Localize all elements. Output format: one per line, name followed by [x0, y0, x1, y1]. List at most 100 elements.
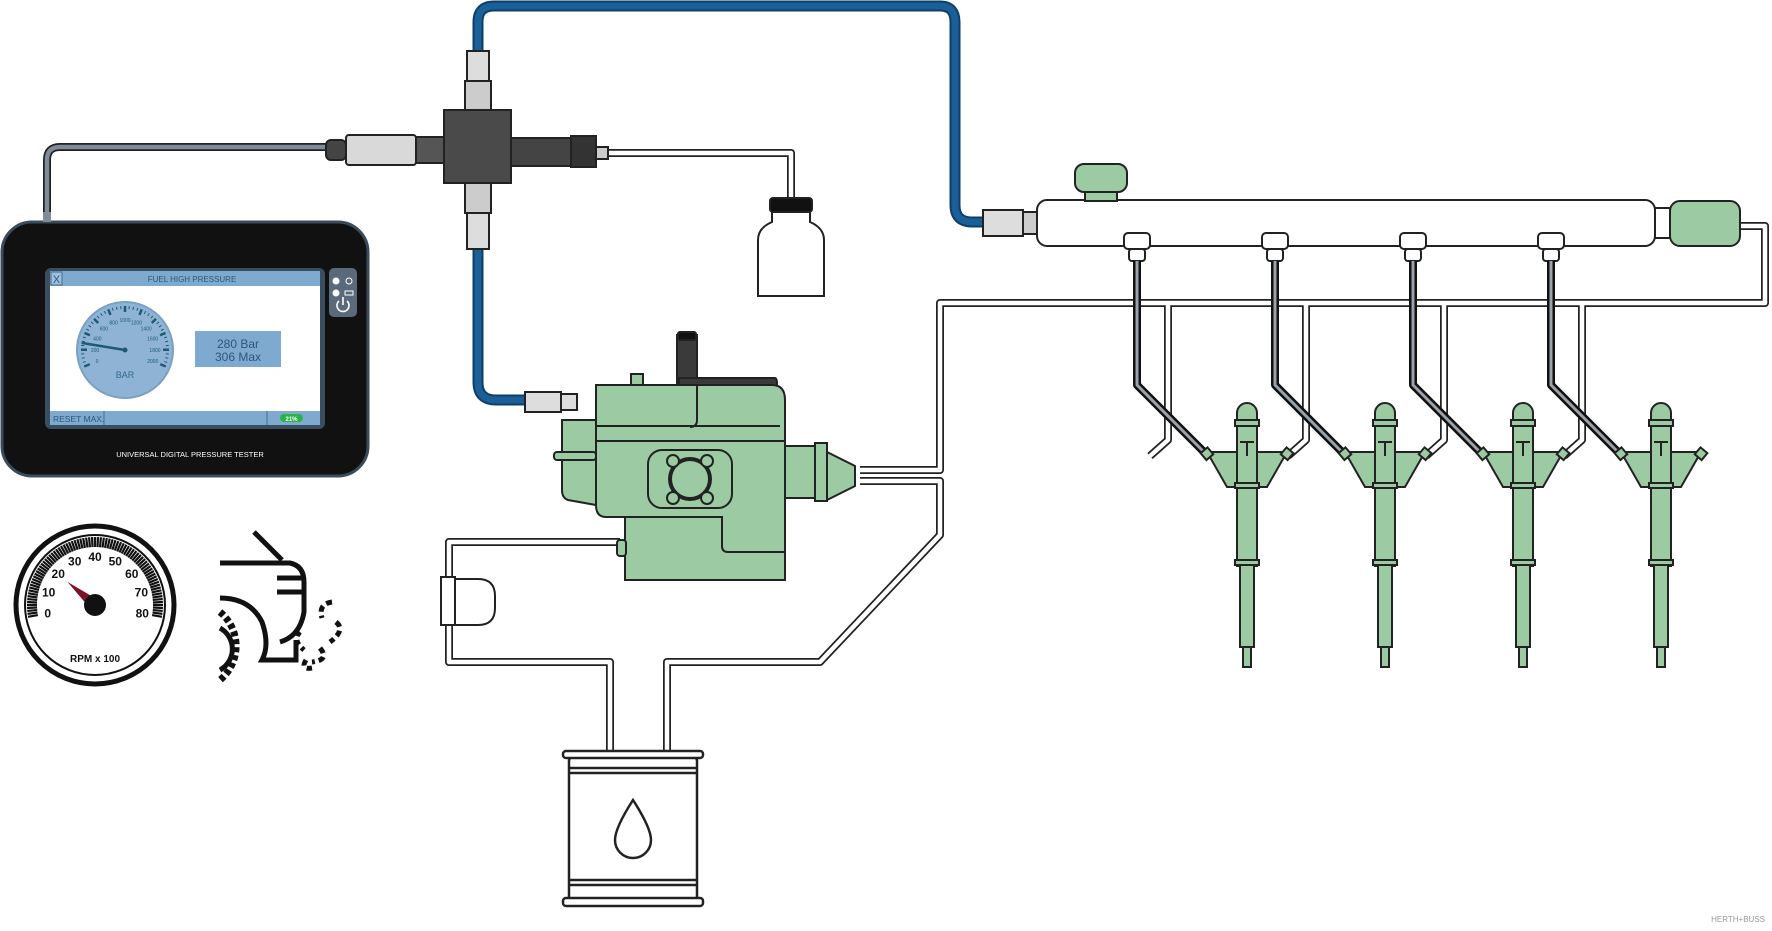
tacho-tick-mark — [150, 586, 161, 592]
fuel-drop-icon — [613, 797, 653, 860]
gauge-tick-label: 2000 — [147, 359, 158, 365]
pressure-regulator — [1669, 200, 1741, 247]
gauge-minor-tick — [150, 315, 154, 319]
pressure-sensor — [325, 134, 445, 166]
tacho-tick-mark — [152, 595, 163, 599]
tacho-tick-mark — [140, 562, 150, 571]
tacho-tick-label: 50 — [109, 554, 123, 568]
gauge-minor-tick — [100, 313, 103, 317]
tacho-tick-mark — [101, 537, 105, 548]
power-small-icon — [345, 277, 353, 285]
tacho-tick-mark — [34, 572, 45, 580]
max-reading: 306 Max — [215, 350, 261, 364]
device-label: UNIVERSAL DIGITAL PRESSURE TESTER — [116, 450, 264, 459]
tacho-tick-mark — [147, 575, 158, 582]
tacho-tick-mark — [111, 539, 117, 551]
tachometer-unit: RPM x 100 — [70, 654, 120, 665]
tacho-tick-mark — [145, 572, 156, 580]
tacho-tick-mark — [118, 542, 125, 553]
tacho-tick-mark — [152, 597, 163, 602]
common-rail — [982, 163, 1741, 247]
tacho-tick-mark — [76, 539, 82, 550]
tacho-tick-mark — [82, 537, 87, 549]
pressure-gauge-needle — [81, 341, 126, 352]
gauge-unit: BAR — [116, 370, 135, 380]
tacho-tick-label: 60 — [125, 567, 139, 581]
gauge-minor-tick — [90, 321, 94, 325]
gauge-minor-tick — [160, 328, 164, 331]
reset-max-button: RESET MAX. — [53, 414, 104, 424]
gauge-tick-label: 1000 — [119, 318, 130, 324]
pressure-sensor-cap — [1074, 163, 1128, 193]
pressure-reading: 280 Bar — [217, 337, 259, 351]
rail-fitting — [1399, 232, 1427, 250]
t-adapter-block — [443, 50, 512, 250]
high-pressure-lines — [472, 0, 985, 406]
tacho-tick-mark — [113, 540, 120, 551]
tacho-tick-mark — [35, 570, 46, 577]
injector — [1123, 232, 1295, 668]
tacho-tick-mark — [106, 538, 111, 549]
tacho-tick-mark — [30, 580, 41, 587]
gauge-minor-tick — [103, 310, 107, 315]
tacho-tick-mark — [29, 583, 41, 589]
gauge-tick-label: 1600 — [147, 336, 158, 342]
tacho-tick-mark — [67, 541, 74, 552]
tacho-tick-mark — [144, 570, 155, 577]
gauge-minor-tick — [147, 313, 150, 317]
tacho-tick-mark — [151, 592, 163, 597]
tachometer-ticks — [27, 537, 163, 618]
tacho-tick-mark — [70, 540, 77, 551]
gauge-minor-tick — [136, 307, 139, 311]
tacho-tick-mark — [27, 592, 39, 597]
gauge-minor-tick — [143, 310, 147, 315]
tacho-tick-mark — [143, 567, 153, 575]
gauge-tick-label: 0 — [96, 359, 99, 365]
tacho-tick-mark — [27, 595, 38, 599]
fuel-tank — [561, 749, 705, 908]
collection-bottle — [757, 197, 825, 297]
tacho-tick-mark — [149, 583, 161, 589]
contrast-icon — [332, 289, 340, 297]
gauge-minor-tick — [111, 307, 114, 311]
screen-title: FUEL HIGH PRESSURE — [148, 275, 237, 284]
gauge-minor-tick — [164, 336, 168, 339]
tacho-tick-mark — [62, 544, 70, 555]
gauge-tick-mark — [83, 363, 91, 368]
tacho-tick-mark — [38, 565, 49, 573]
tacho-tick-mark — [27, 613, 39, 618]
tacho-tick-mark — [148, 577, 159, 584]
close-label: X — [53, 274, 61, 286]
tacho-tick-mark — [48, 554, 57, 563]
close-button — [50, 271, 63, 286]
battery-icon — [344, 290, 354, 296]
gauge-minor-tick — [88, 324, 92, 328]
gauge-minor-tick — [164, 361, 168, 363]
tacho-tick-mark — [50, 552, 59, 562]
tacho-tick-label: 30 — [68, 554, 82, 568]
tacho-tick-label: 70 — [135, 586, 149, 600]
gauge-tick-mark — [159, 331, 167, 337]
power-button-icon — [336, 297, 350, 313]
gauge-minor-tick — [86, 328, 90, 331]
battery-percent: 21% — [285, 417, 298, 423]
tacho-tick-mark — [85, 537, 89, 548]
tacho-tick-label: 40 — [88, 550, 102, 564]
gauge-tick-label: 1200 — [131, 320, 142, 326]
battery-indicator — [280, 414, 303, 422]
gauge-tick-label: 600 — [100, 327, 109, 333]
tacho-tick-mark — [29, 586, 40, 592]
gauge-minor-tick — [82, 336, 86, 339]
tacho-tick-mark — [27, 608, 38, 613]
injector — [1537, 232, 1709, 668]
tacho-tick-label: 0 — [44, 606, 51, 620]
gauge-minor-tick — [132, 306, 135, 310]
injector — [1399, 232, 1571, 668]
tacho-tick-mark — [135, 556, 144, 565]
gauge-minor-tick — [81, 357, 85, 359]
gauge-tick-label: 1800 — [149, 348, 160, 354]
tacho-tick-mark — [73, 539, 79, 551]
tacho-tick-mark — [120, 544, 128, 555]
